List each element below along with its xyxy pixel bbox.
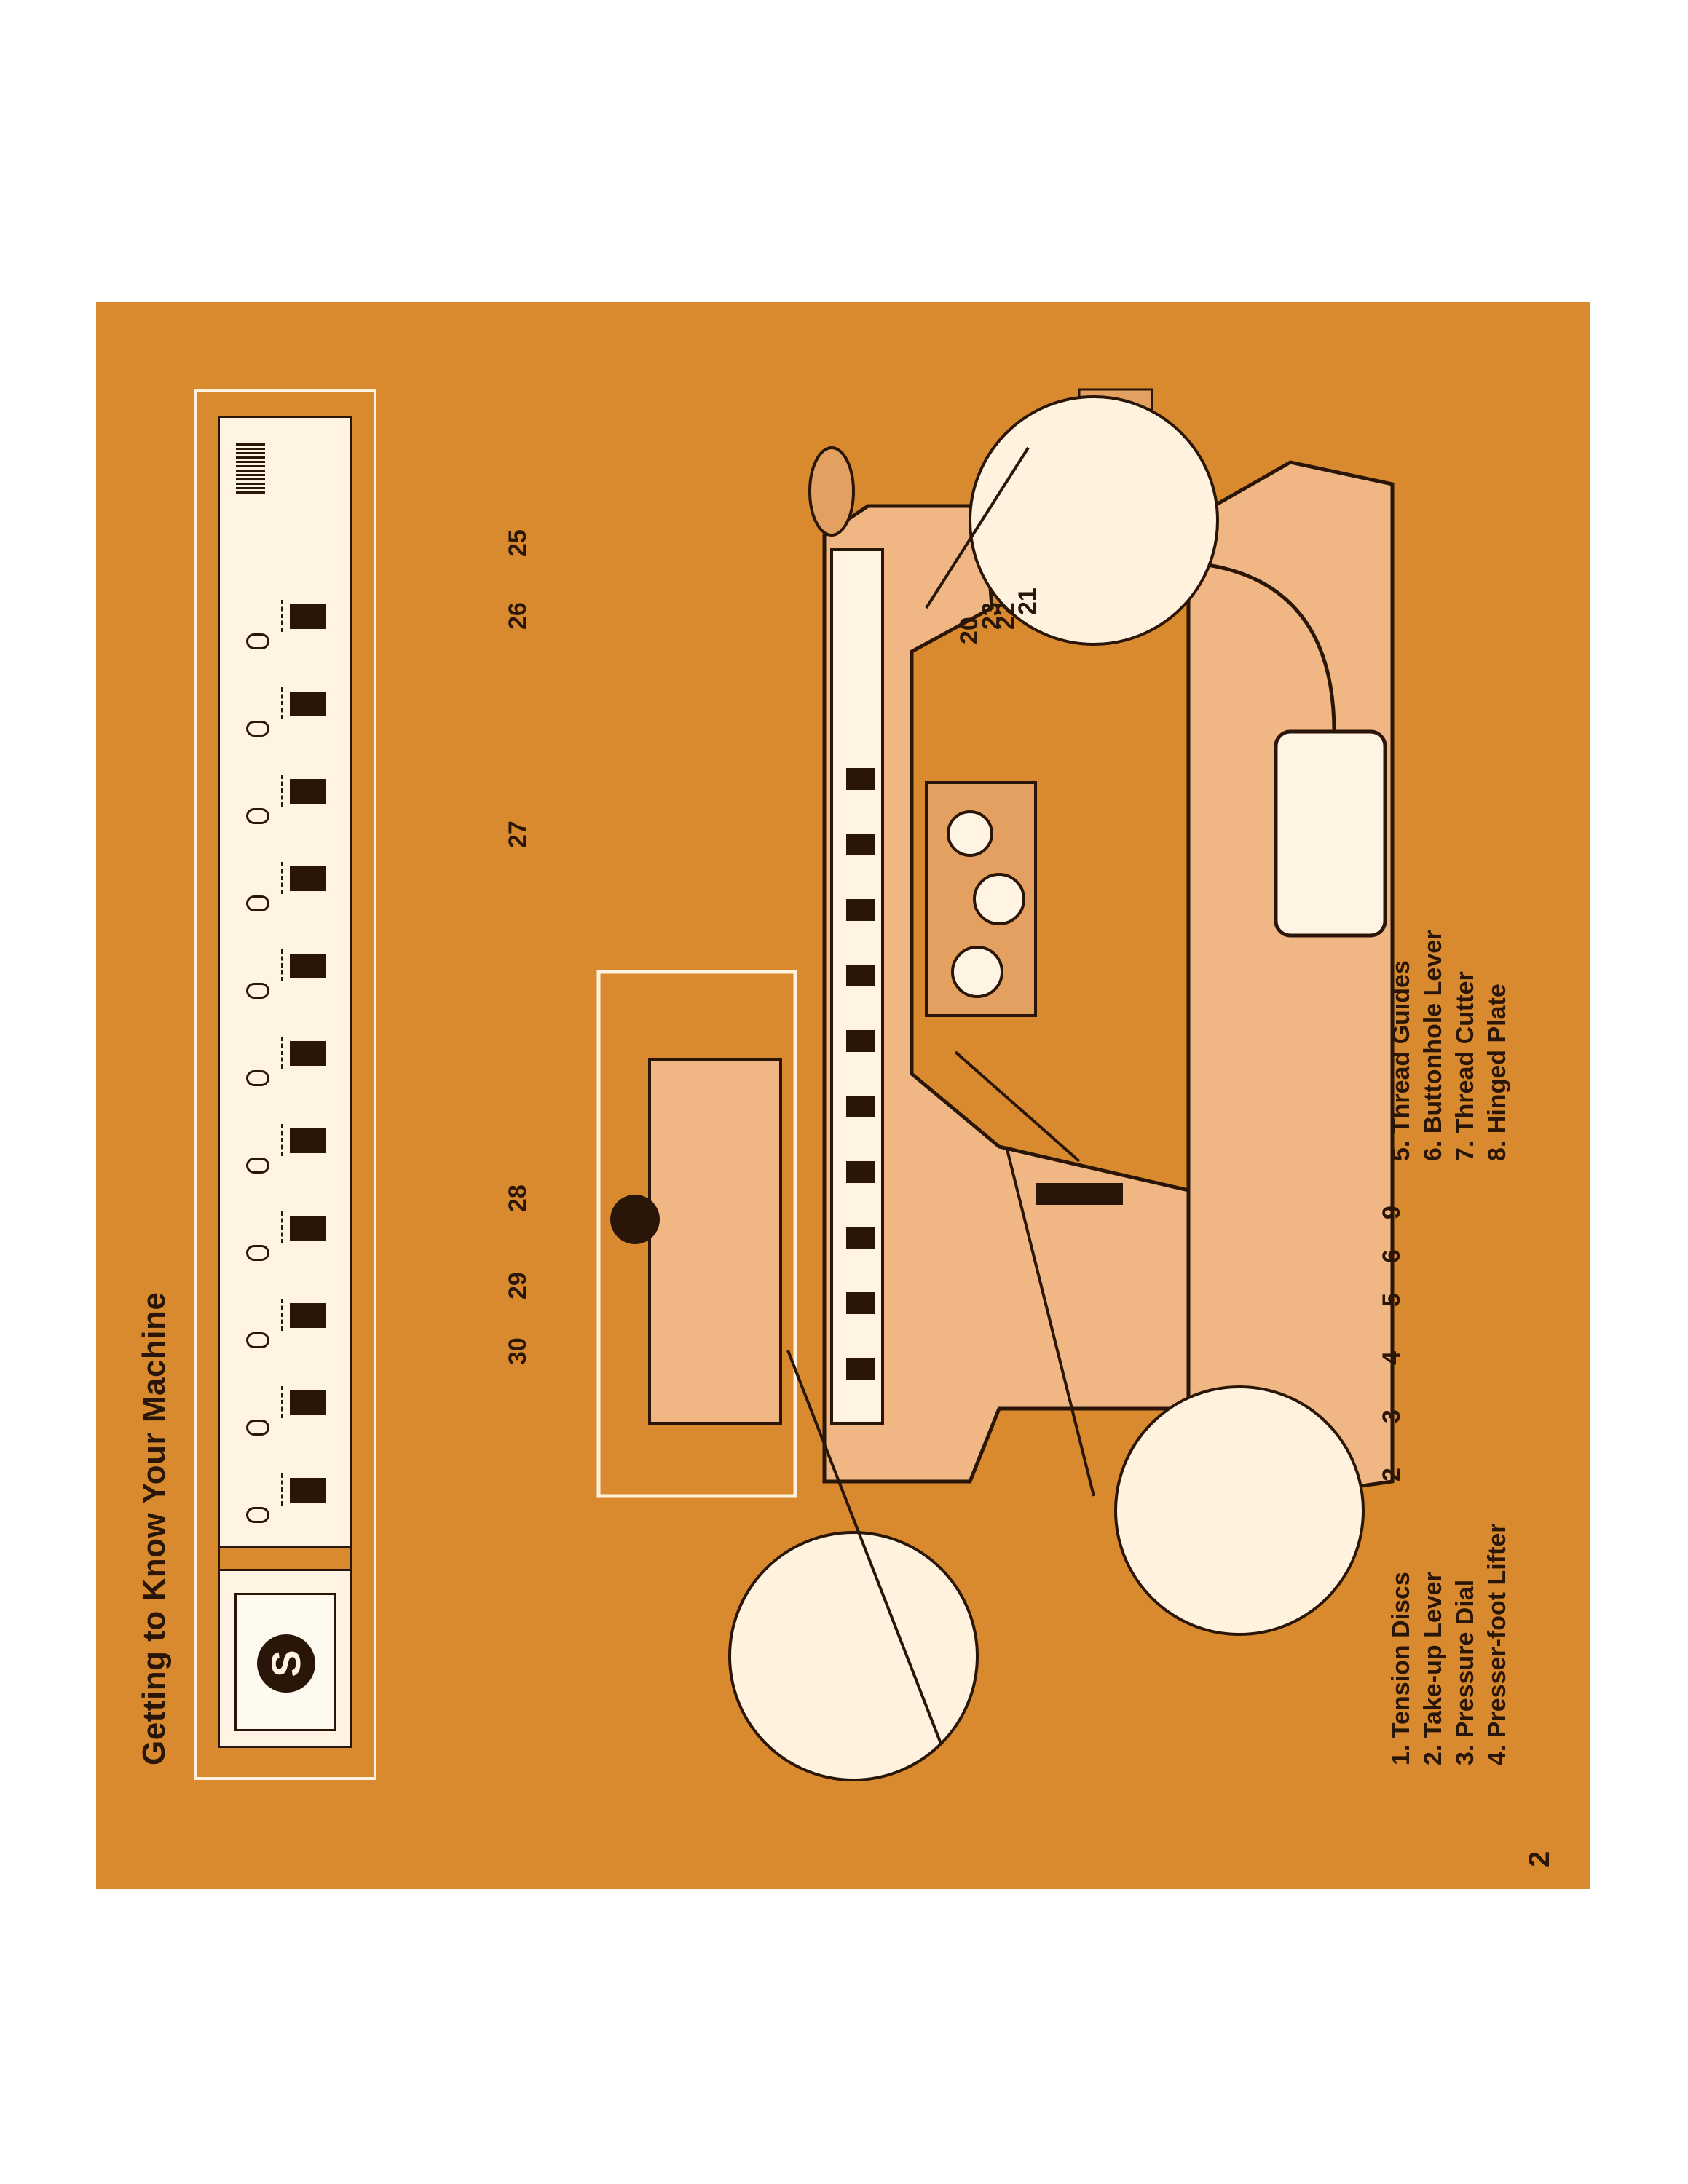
legend-item: 3. Pressure Dial bbox=[1451, 1579, 1479, 1765]
callout-number: 6 bbox=[1378, 1249, 1405, 1263]
callout-number: 23 bbox=[977, 602, 1005, 630]
callout-number: 30 bbox=[504, 1337, 532, 1365]
legend-item: 6. Buttonhole Lever bbox=[1419, 930, 1447, 1161]
callout-number: 27 bbox=[504, 820, 532, 848]
rotated-page-content: Getting to Know Your Machine S bbox=[96, 302, 1590, 1889]
callout-number: 4 bbox=[1378, 1351, 1405, 1365]
manual-page: Getting to Know Your Machine S bbox=[96, 302, 1590, 1889]
callout-number: 25 bbox=[504, 529, 532, 557]
callout-number: 26 bbox=[504, 602, 532, 630]
sewing-machine-illustration bbox=[596, 388, 1395, 1781]
callout-number: 29 bbox=[504, 1272, 532, 1299]
legend-column-2: 5. Thread Guides 6. Buttonhole Lever 7. … bbox=[1385, 930, 1513, 1161]
callout-number: 2 bbox=[1378, 1468, 1405, 1481]
callout-number: 5 bbox=[1378, 1293, 1405, 1307]
legend-item: 4. Presser-foot Lifter bbox=[1483, 1523, 1511, 1765]
legend-column-1: 1. Tension Discs 2. Take-up Lever 3. Pre… bbox=[1385, 1523, 1513, 1765]
callout-number: 9 bbox=[1378, 1206, 1405, 1219]
legend-item: 2. Take-up Lever bbox=[1419, 1572, 1447, 1765]
legend-item: 5. Thread Guides bbox=[1387, 960, 1415, 1161]
legend-item: 1. Tension Discs bbox=[1387, 1572, 1415, 1765]
callout-number: 3 bbox=[1378, 1409, 1405, 1423]
callout-number: 28 bbox=[504, 1184, 532, 1212]
legend-item: 8. Hinged Plate bbox=[1483, 984, 1511, 1161]
page-number: 2 bbox=[1523, 1851, 1555, 1867]
legend-item: 7. Thread Cutter bbox=[1451, 971, 1479, 1161]
